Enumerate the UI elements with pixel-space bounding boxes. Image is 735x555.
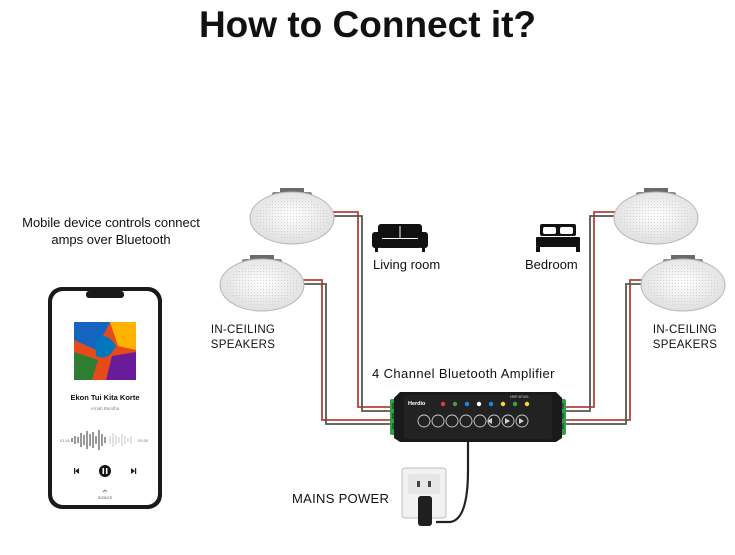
phone-notch <box>86 291 124 298</box>
amplifier-device: Herdio HRP-BT401 <box>390 392 566 442</box>
amp-brand: Herdio <box>408 401 426 407</box>
wire-right-top <box>562 211 618 408</box>
wire-left-top-neg <box>330 215 392 412</box>
left-speakers-line1: IN-CEILING <box>210 324 276 336</box>
power-button <box>417 414 431 428</box>
playback-controls <box>74 465 137 477</box>
amplifier-title: 4 Channel Bluetooth Amplifier <box>372 366 555 381</box>
speaker-wires <box>302 211 645 425</box>
speaker-right-bottom <box>640 255 726 312</box>
prev-icon <box>487 418 492 424</box>
speaker-right-top <box>613 188 699 245</box>
waveform <box>71 430 132 450</box>
wire-right-bottom <box>562 279 645 421</box>
song-artist: Arnab Bandha <box>91 406 120 411</box>
mobile-caption-line1: Mobile device controls connect <box>22 215 200 230</box>
bedroom-label: Bedroom <box>525 257 578 272</box>
mains-power-label: MAINS POWER <box>292 491 390 506</box>
smartphone <box>48 287 162 509</box>
wire-left-bottom <box>302 279 392 421</box>
wire-right-top-neg <box>562 215 618 412</box>
time-total: 03:30 <box>138 438 149 443</box>
next-icon <box>519 418 524 424</box>
wall-socket <box>401 467 447 526</box>
song-title: Ekon Tui Kita Korte <box>70 393 139 402</box>
phone-next-icon[interactable] <box>131 468 135 474</box>
page-title: How to Connect it? <box>198 4 537 45</box>
phone-prev-icon[interactable] <box>75 468 79 474</box>
wire-left-bottom-neg <box>302 283 392 425</box>
power-adapter <box>418 496 432 526</box>
right-speakers-line2: SPEAKERS <box>652 339 718 351</box>
play-icon <box>505 418 510 424</box>
chevron-up-icon[interactable] <box>102 489 108 493</box>
speaker-left-top <box>249 188 335 245</box>
wire-left-top <box>330 211 392 408</box>
mobile-caption: Mobile device controls connect amps over… <box>0 214 222 248</box>
sofa-icon <box>372 224 428 252</box>
songs-tab[interactable]: SONGS <box>98 495 113 500</box>
mobile-caption-line2: amps over Bluetooth <box>51 232 171 247</box>
time-elapsed: 01:41 <box>60 438 71 443</box>
living-room-label: Living room <box>373 257 441 272</box>
left-speakers-line2: SPEAKERS <box>210 339 276 351</box>
right-speakers-line1: IN-CEILING <box>652 324 718 336</box>
phone-pause-button[interactable] <box>99 465 111 477</box>
amp-model: HRP-BT401 <box>510 395 529 399</box>
bed-icon <box>536 224 580 252</box>
power-cable <box>436 442 470 524</box>
left-speakers-label: IN-CEILING SPEAKERS <box>198 323 288 353</box>
wire-right-bottom-neg <box>562 283 645 425</box>
right-speakers-label: IN-CEILING SPEAKERS <box>640 323 730 353</box>
speaker-left-bottom <box>219 255 305 312</box>
album-art <box>74 322 136 380</box>
